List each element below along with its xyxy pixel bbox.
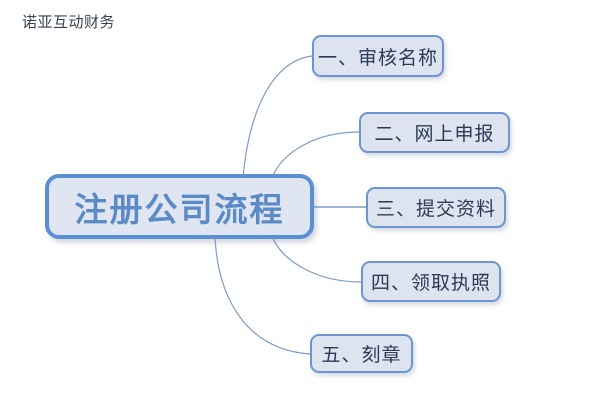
connector-to-branch-4 bbox=[271, 235, 362, 283]
watermark-label: 诺亚互动财务 bbox=[22, 13, 116, 31]
branch-node-4-label: 四、领取执照 bbox=[370, 272, 491, 294]
branch-node-5[interactable]: 五、刻章 bbox=[310, 334, 413, 373]
branch-node-5-label: 五、刻章 bbox=[321, 344, 402, 366]
branch-node-1-label: 一、审核名称 bbox=[317, 46, 438, 69]
branch-node-1[interactable]: 一、审核名称 bbox=[312, 35, 444, 77]
central-node[interactable]: 注册公司流程 bbox=[45, 174, 314, 239]
branch-node-4[interactable]: 四、领取执照 bbox=[361, 261, 501, 302]
branch-node-3[interactable]: 三、提交资料 bbox=[366, 187, 506, 228]
branch-node-3-label: 三、提交资料 bbox=[375, 198, 496, 220]
branch-node-2-label: 二、网上申报 bbox=[374, 123, 495, 145]
central-node-label: 注册公司流程 bbox=[74, 189, 285, 229]
connector-to-branch-1 bbox=[242, 55, 313, 179]
connector-to-branch-2 bbox=[271, 131, 360, 179]
connector-to-branch-5 bbox=[214, 236, 311, 355]
branch-node-2[interactable]: 二、网上申报 bbox=[359, 112, 510, 153]
